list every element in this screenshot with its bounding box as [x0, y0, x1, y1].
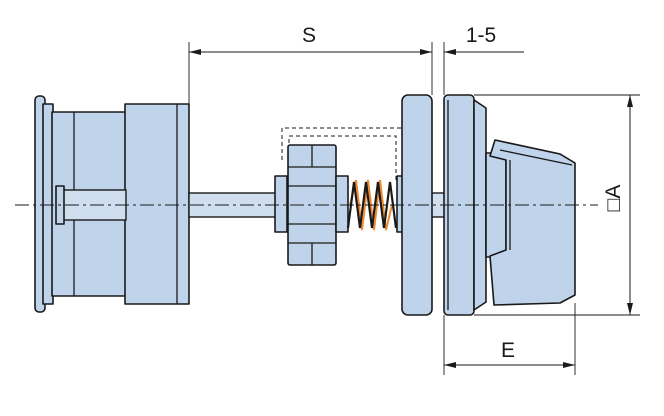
cam-left-lug — [274, 175, 288, 233]
dimension-s: S — [188, 24, 433, 104]
dimension-gap: 1-5 — [443, 24, 524, 95]
dimension-e: E — [443, 303, 576, 375]
dimension-s-label: S — [302, 24, 316, 47]
front-bezel — [473, 99, 487, 311]
left-housing-collar — [124, 103, 190, 305]
cam-right-lug — [335, 175, 349, 233]
dimension-gap-label: 1-5 — [466, 24, 496, 47]
cam-coupling — [274, 144, 349, 266]
dimension-a-label: □A — [602, 185, 625, 212]
hidden-line-inner — [288, 135, 397, 180]
dimension-a: □A — [474, 94, 640, 316]
left-housing — [34, 95, 190, 313]
dimension-e-label: E — [501, 339, 515, 362]
